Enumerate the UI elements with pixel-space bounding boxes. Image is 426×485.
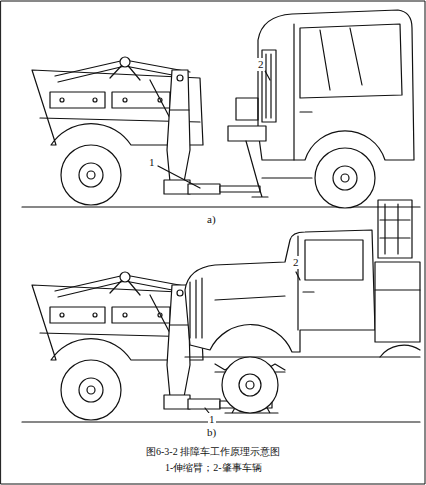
callout-number: 2: [257, 58, 265, 71]
legend-note: 1-伸缩臂；2-肇事车辆: [164, 462, 263, 474]
callout-number: 1: [148, 156, 156, 169]
subfigure-label: a): [206, 213, 217, 226]
subfigure-label: b): [206, 426, 217, 439]
callout-number: 2: [292, 256, 300, 269]
callout-number: 1: [208, 413, 216, 426]
figure-caption: 图6-3-2 排障车工作原理示意图: [145, 446, 281, 458]
